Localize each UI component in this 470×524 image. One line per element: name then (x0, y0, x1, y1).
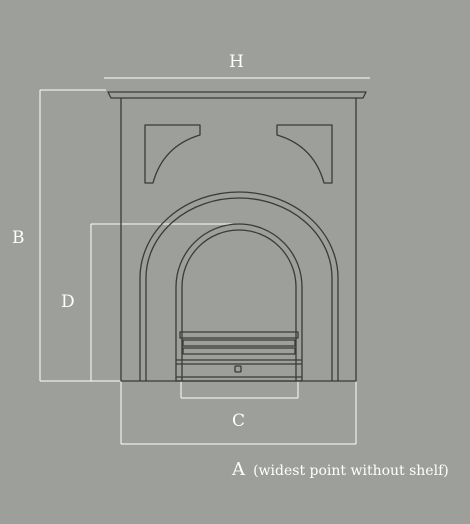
dimension-label-a-group: A (widest point without shelf) (232, 461, 449, 479)
inner-arch (175, 223, 303, 381)
dimension-label-a: A (232, 459, 245, 480)
dimension-label-b: B (12, 228, 25, 248)
outer-arch (139, 191, 339, 381)
fire-grate (176, 331, 302, 382)
dimension-line-b (39, 89, 121, 382)
dimension-line-a (120, 381, 357, 445)
dimension-label-a-note: (widest point without shelf) (253, 463, 449, 479)
dimension-label-d: D (61, 292, 75, 312)
dimension-label-c: C (232, 411, 246, 431)
dimension-line-c (180, 381, 299, 399)
dimension-line-d (90, 223, 233, 381)
middle-arch (145, 197, 333, 381)
inner-arch-inner (181, 229, 297, 381)
dimension-label-h: H (229, 52, 244, 72)
left-spandrel (144, 124, 201, 184)
right-spandrel (276, 124, 333, 184)
mantel-shelf (107, 91, 367, 99)
